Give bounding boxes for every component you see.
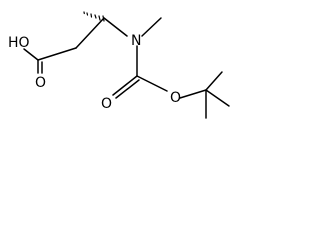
bond-n-methyl [141, 17, 162, 37]
atom-label-ester-o: O [170, 90, 181, 106]
bond-c1-c2 [37, 47, 77, 61]
bond-tbu-methyl-1 [205, 89, 230, 107]
bond-carbamate-co-double-a [112, 75, 138, 96]
stereo-hashed-wedge [83, 11, 105, 22]
bond-tbu-methyl-2 [205, 71, 223, 91]
structure-diagram: HO O N O O [8, 11, 230, 119]
atom-label-ho: HO [8, 35, 30, 51]
bond-c3-n [103, 17, 128, 37]
bond-carbamate-c-o [136, 75, 168, 92]
atom-label-acid-carbonyl-o: O [35, 75, 46, 91]
atom-label-n: N [131, 33, 141, 49]
bond-ho-c1 [23, 48, 39, 61]
bond-carbamate-co-double-b [115, 79, 140, 99]
bond-o-tbu-c [179, 89, 207, 99]
atom-label-carbamate-o: O [101, 96, 112, 112]
bond-c2-c3 [75, 17, 105, 49]
